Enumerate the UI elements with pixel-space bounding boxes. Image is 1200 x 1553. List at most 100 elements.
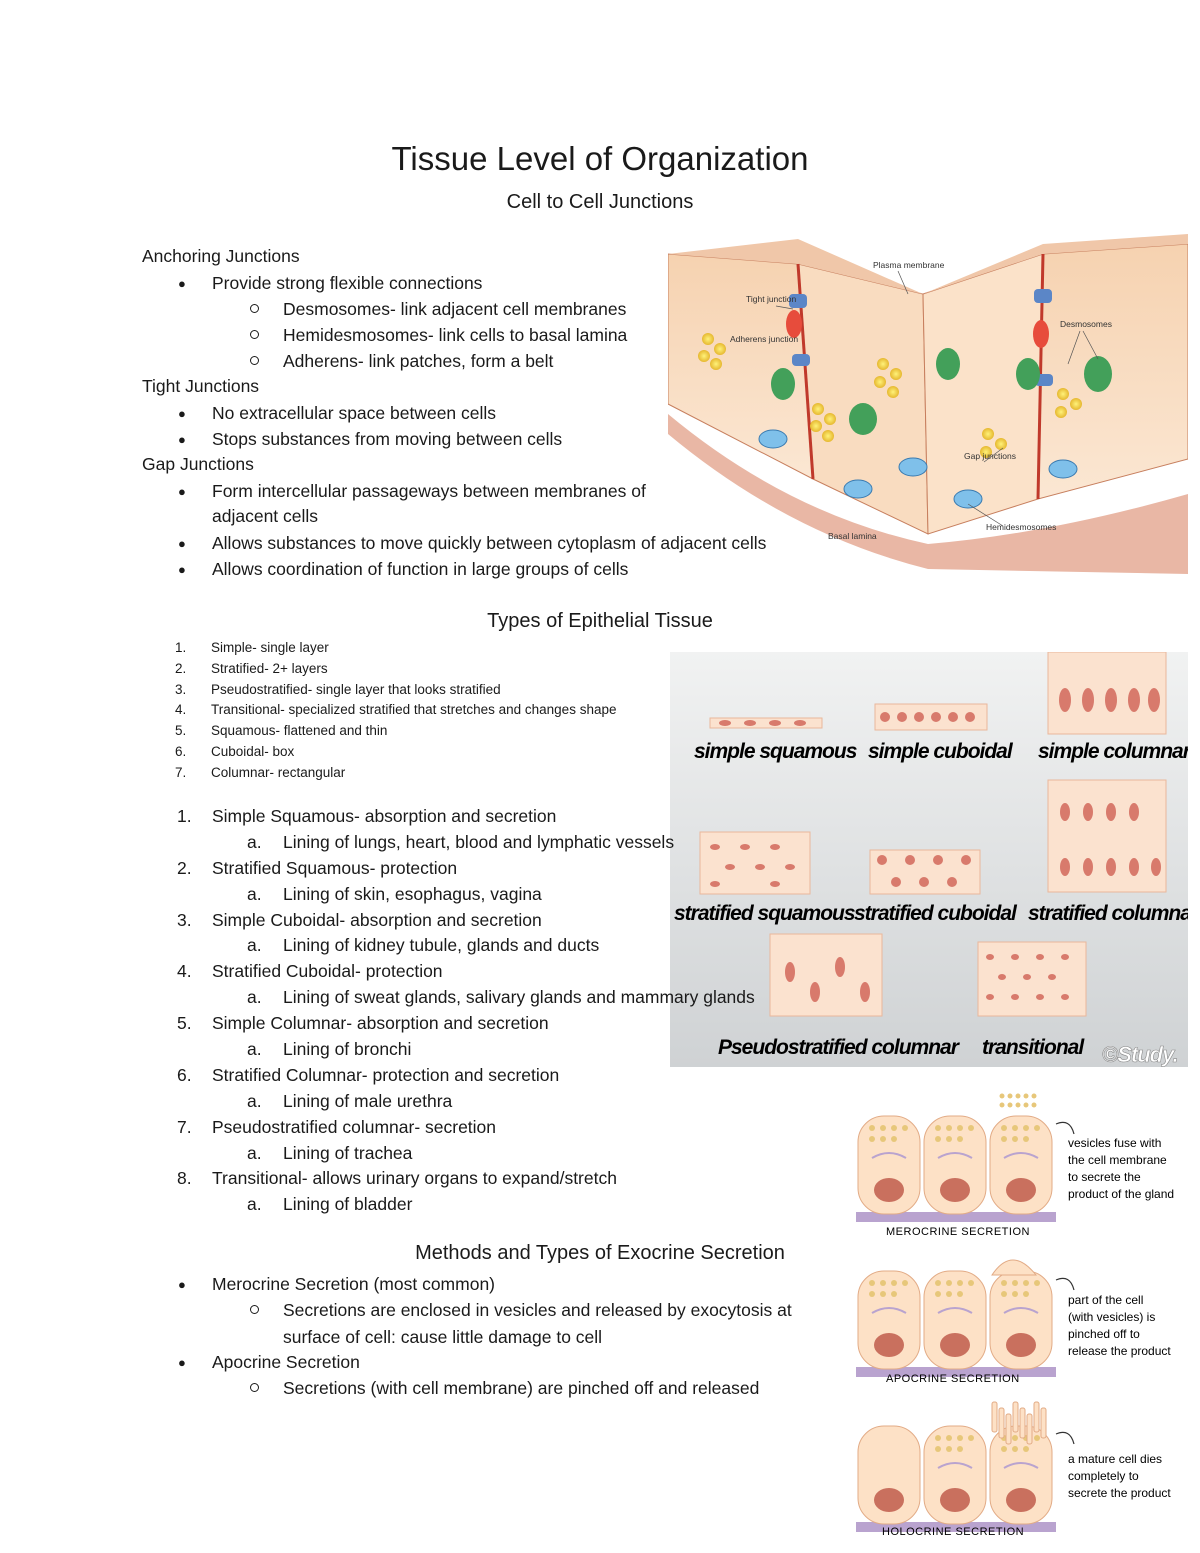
exocrine-merocrine: Merocrine Secretion (most common) [212, 1274, 495, 1294]
sub-text: Lining of male urethra [283, 1090, 453, 1111]
list-text: Columnar- rectangular [211, 764, 346, 780]
anchoring-adherens: Adherens- link patches, form a belt [283, 351, 554, 371]
note-apocrine-3: pinched off to [1068, 1327, 1140, 1341]
caption-pseudostratified: Pseudostratified columnar [718, 1036, 961, 1059]
list-text: Stratified- 2+ layers [211, 660, 328, 676]
list-text: Cuboidal- box [211, 743, 295, 759]
list-number: 1. [175, 640, 187, 655]
bullet-dot: ● [178, 484, 186, 499]
caption-stratified-squamous: stratified squamous [674, 902, 855, 925]
list-number: 7. [175, 764, 187, 780]
watermark: ©Study. [1102, 1042, 1178, 1067]
list-text: Pseudostratified- single layer that look… [211, 681, 501, 697]
function-text: Simple Columnar- absorption and secretio… [212, 1013, 549, 1034]
bullet-dot: ● [178, 1355, 186, 1370]
exocrine-merocrine-detail: Secretions are enclosed in vesicles and … [283, 1300, 792, 1320]
secretion-types-figure: MEROCRINE SECRETION APOCRINE SECRETION H… [856, 1093, 1174, 1538]
sub-text: Lining of skin, esophagus, vagina [283, 883, 542, 904]
bullet-dot: ● [178, 406, 186, 421]
function-text: Stratified Columnar- protection and secr… [212, 1064, 560, 1085]
label-merocrine: MEROCRINE SECRETION [886, 1226, 1030, 1238]
list-number: 3. [175, 681, 187, 697]
heading-anchoring-junctions: Anchoring Junctions [142, 246, 300, 266]
list-number: 4. [177, 961, 192, 982]
function-text: Stratified Cuboidal- protection [212, 961, 443, 982]
section-title-exocrine: Methods and Types of Exocrine Secretion [415, 1242, 785, 1264]
sub-text: Lining of sweat glands, salivary glands … [283, 987, 755, 1008]
tight-item-1: No extracellular space between cells [212, 403, 497, 423]
section-title-junctions: Cell to Cell Junctions [506, 191, 694, 213]
anchoring-desmosomes: Desmosomes- link adjacent cell membranes [283, 299, 627, 319]
gap-item-3: Allows coordination of function in large… [212, 559, 629, 579]
list-number: 6. [177, 1064, 192, 1085]
label-desmosomes: Desmosomes [1060, 319, 1112, 329]
caption-simple-cuboidal: simple cuboidal [868, 740, 1014, 763]
label-tight-junction: Tight junction [746, 294, 797, 304]
cell-junctions-figure: Plasma membrane Tight junction Adherens … [668, 234, 1188, 574]
bullet-circle [250, 330, 259, 339]
exocrine-merocrine-detail-cont: surface of cell: cause little damage to … [283, 1327, 603, 1347]
label-plasma-membrane: Plasma membrane [873, 260, 945, 270]
sub-letter: a. [247, 1142, 262, 1163]
anchoring-hemidesmosomes: Hemidesmosomes- link cells to basal lami… [283, 325, 628, 345]
bullet-dot: ● [178, 1277, 186, 1292]
caption-simple-squamous: simple squamous [694, 740, 857, 763]
function-text: Transitional- allows urinary organs to e… [212, 1168, 617, 1189]
sub-letter: a. [247, 1090, 262, 1111]
note-merocrine-2: the cell membrane [1068, 1153, 1167, 1167]
sub-letter: a. [247, 883, 262, 904]
sub-text: Lining of bladder [283, 1194, 413, 1215]
note-holocrine-1: a mature cell dies [1068, 1452, 1162, 1466]
note-apocrine-2: (with vesicles) is [1068, 1310, 1155, 1324]
label-adherens-junction: Adherens junction [730, 334, 798, 344]
list-number: 8. [177, 1168, 192, 1189]
caption-stratified-cuboidal: stratified cuboidal [854, 902, 1018, 925]
note-merocrine-4: product of the gland [1068, 1187, 1174, 1201]
note-apocrine-4: release the product [1068, 1344, 1171, 1358]
note-merocrine-1: vesicles fuse with [1068, 1136, 1161, 1150]
note-holocrine-2: completely to [1068, 1469, 1139, 1483]
list-text: Squamous- flattened and thin [211, 723, 388, 739]
bullet-dot: ● [178, 536, 186, 551]
label-hemidesmosomes: Hemidesmosomes [986, 522, 1056, 532]
sub-letter: a. [247, 831, 262, 852]
list-number: 3. [177, 909, 192, 930]
list-number: 2. [175, 660, 187, 676]
page-title: Tissue Level of Organization [391, 140, 809, 177]
sub-text: Lining of kidney tubule, glands and duct… [283, 935, 600, 956]
bullet-dot: ● [178, 276, 186, 291]
list-text: Simple- single layer [211, 640, 329, 655]
bullet-circle [250, 356, 259, 365]
list-number: 4. [175, 702, 187, 718]
list-number: 1. [177, 806, 192, 826]
caption-transitional: transitional [982, 1036, 1085, 1059]
function-text: Stratified Squamous- protection [212, 857, 458, 878]
gap-item-1: Form intercellular passageways between m… [212, 481, 646, 501]
list-number: 5. [177, 1013, 192, 1034]
sub-letter: a. [247, 987, 262, 1008]
anchoring-item-1: Provide strong flexible connections [212, 273, 483, 293]
heading-gap-junctions: Gap Junctions [142, 454, 254, 474]
function-text: Simple Squamous- absorption and secretio… [212, 806, 557, 826]
exocrine-apocrine: Apocrine Secretion [212, 1352, 360, 1372]
section-title-epithelial: Types of Epithelial Tissue [487, 610, 713, 632]
note-holocrine-3: secrete the product [1068, 1486, 1171, 1500]
caption-simple-columnar: simple columnar [1038, 740, 1188, 763]
bullet-circle [250, 1305, 259, 1314]
sub-letter: a. [247, 1039, 262, 1060]
function-text: Pseudostratified columnar- secretion [212, 1116, 497, 1137]
bullet-dot: ● [178, 562, 186, 577]
sub-text: Lining of bronchi [283, 1039, 412, 1060]
gap-item-2: Allows substances to move quickly betwee… [212, 533, 767, 553]
exocrine-apocrine-detail: Secretions (with cell membrane) are pinc… [283, 1378, 760, 1398]
gap-item-1-cont: adjacent cells [212, 506, 319, 526]
list-number: 7. [177, 1116, 192, 1137]
tight-item-2: Stops substances from moving between cel… [212, 429, 563, 449]
sub-letter: a. [247, 935, 262, 956]
heading-tight-junctions: Tight Junctions [142, 376, 260, 396]
sub-text: Lining of trachea [283, 1142, 413, 1163]
bullet-dot: ● [178, 432, 186, 447]
sub-text: Lining of lungs, heart, blood and lympha… [283, 831, 675, 852]
label-apocrine: APOCRINE SECRETION [886, 1373, 1020, 1385]
label-holocrine: HOLOCRINE SECRETION [882, 1526, 1024, 1538]
